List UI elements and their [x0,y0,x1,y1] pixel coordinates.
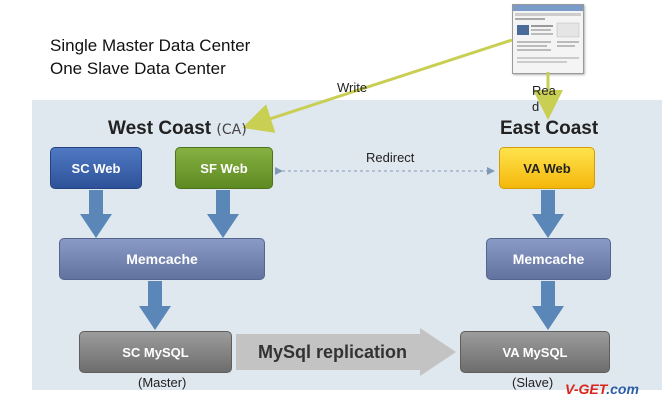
east-coast-title: East Coast [500,118,599,139]
west-coast-name: West Coast [108,118,212,139]
browser-page-icon [513,5,583,63]
slave-role-label: (Slave) [512,375,554,390]
watermark-suffix: .com [606,381,639,397]
arrow-sfweb-memcache [207,190,239,238]
write-arrow [242,38,513,133]
memcache-east-node: Memcache [486,238,611,280]
diagram-title-line-2: One Slave Data Center [50,59,226,78]
arrow-scweb-memcache [80,190,112,238]
sc-web-node: SC Web [50,147,142,189]
diagram-title-line-1: Single Master Data Center [50,36,251,55]
west-coast-title: West Coast (CA) [108,118,247,140]
memcache-west-node: Memcache [59,238,265,280]
redirect-label: Redirect [366,150,415,165]
arrow-memcache-scmysql [139,281,171,330]
replication-label: MySql replication [258,342,408,362]
master-role-label: (Master) [138,375,187,390]
watermark-brand: V-GET [565,381,607,397]
sc-mysql-node: SC MySQL [79,331,232,373]
west-coast-tag: (CA) [216,122,247,138]
read-label: Rea d [532,83,556,114]
replication-arrow [236,328,456,376]
arrow-vaweb-memcache [532,190,564,238]
watermark: V-GET.com [565,381,639,397]
va-web-node: VA Web [499,147,595,189]
write-label: Write [337,80,368,95]
arrow-memcache-vamysql [532,281,564,330]
va-mysql-node: VA MySQL [460,331,610,373]
sf-web-node: SF Web [175,147,273,189]
